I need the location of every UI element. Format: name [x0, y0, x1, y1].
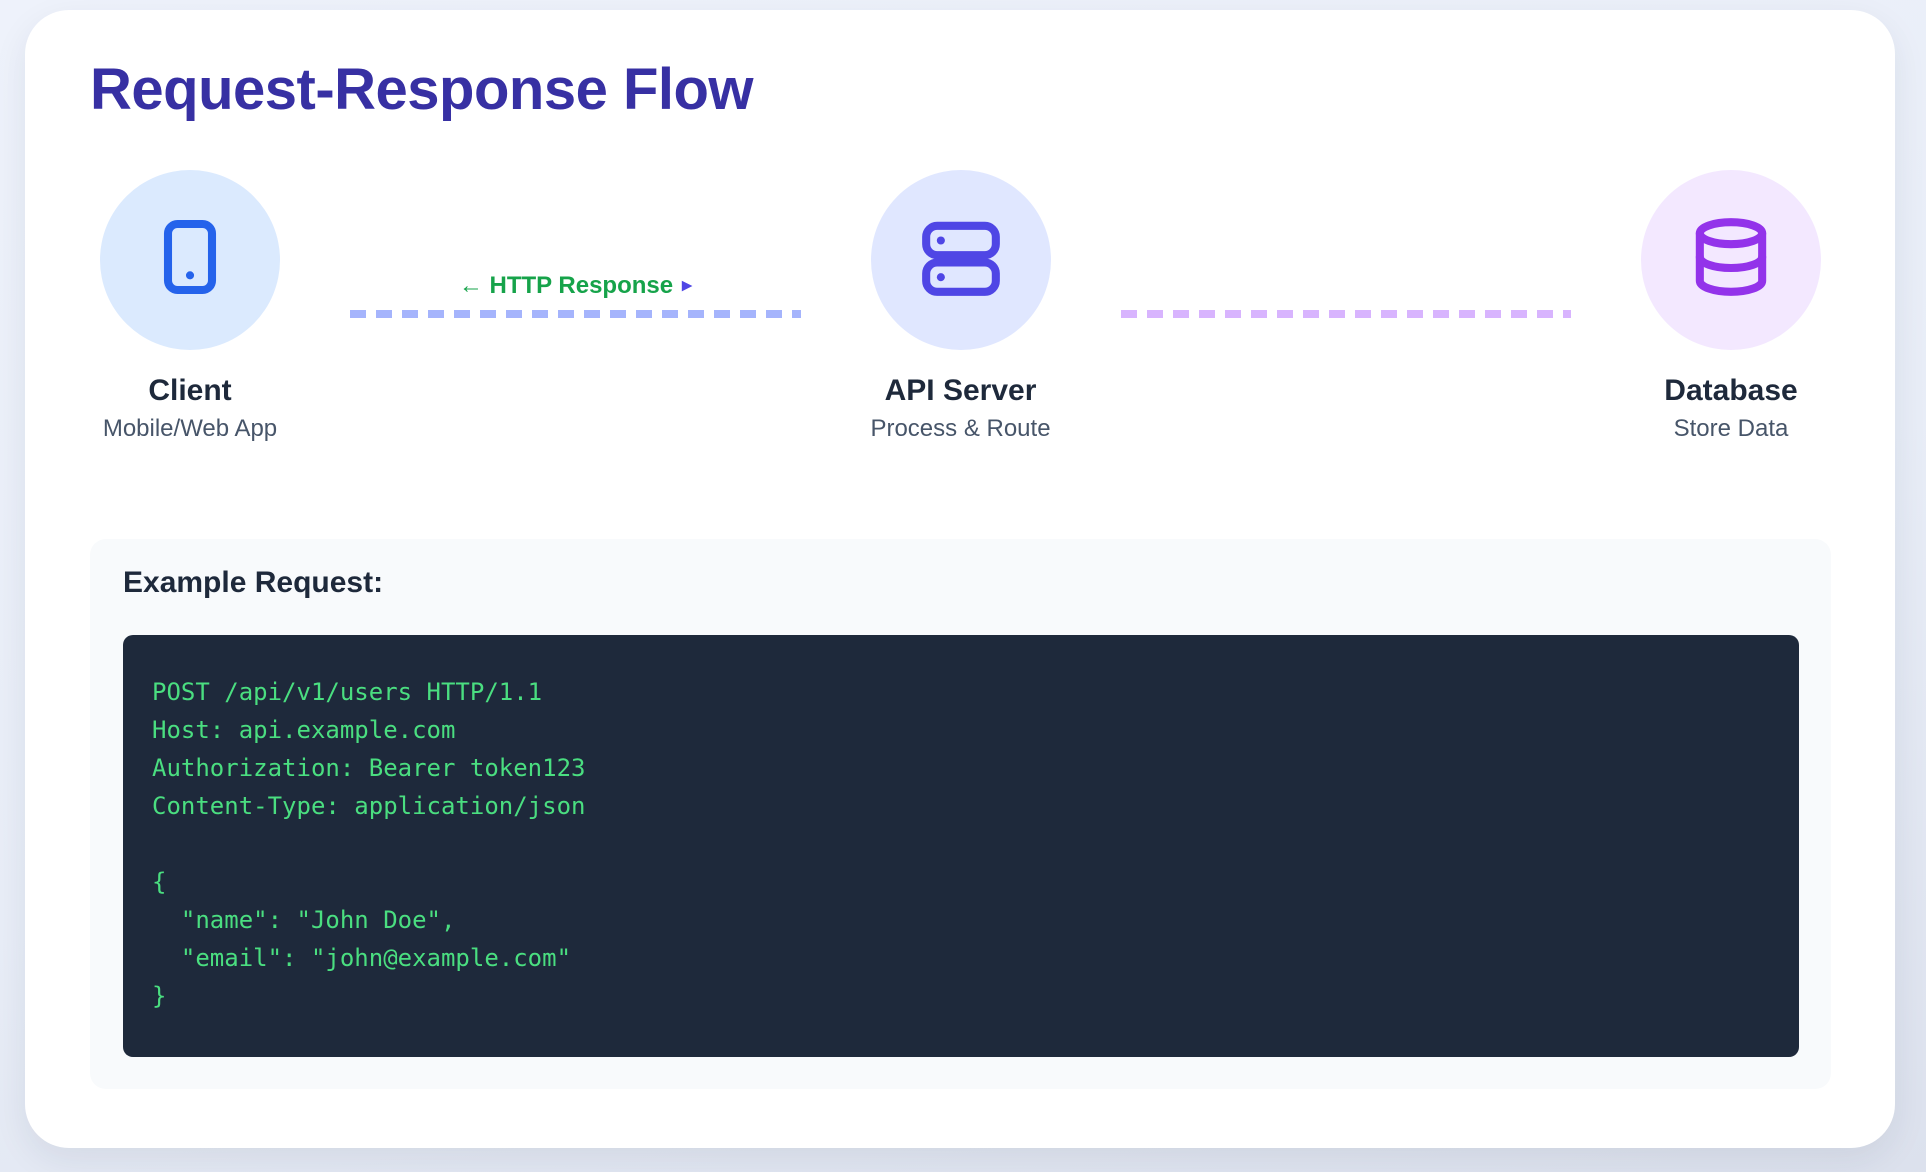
page-title: Request-Response Flow	[90, 57, 754, 122]
dashed-connector-line-response	[350, 309, 801, 318]
node-api-server-sublabel: Process & Route	[870, 415, 1051, 443]
flow-diagram: Client Mobile/Web App ← HTTP Response▸ A…	[90, 169, 1831, 445]
http-response-label: ← HTTP Response▸	[458, 271, 692, 299]
api-server-icon-circle	[870, 169, 1051, 350]
connector-client-api: ← HTTP Response▸	[290, 170, 861, 350]
node-api-server: API Server Process & Route	[861, 169, 1061, 445]
node-client-label: Client	[148, 373, 232, 407]
node-client-sublabel: Mobile/Web App	[102, 415, 278, 443]
node-database-label: Database	[1664, 373, 1798, 407]
database-icon	[1687, 213, 1775, 306]
example-request-heading: Example Request:	[123, 566, 384, 600]
connector-api-database	[1061, 170, 1632, 350]
node-database: Database Store Data	[1631, 169, 1831, 445]
http-request-code-block: POST /api/v1/users HTTP/1.1 Host: api.ex…	[123, 635, 1799, 1058]
node-database-sublabel: Store Data	[1673, 415, 1789, 443]
dashed-connector-line-db	[1120, 309, 1571, 318]
example-request-panel: Example Request: POST /api/v1/users HTTP…	[90, 539, 1831, 1090]
node-api-server-label: API Server	[884, 373, 1037, 407]
database-icon-circle	[1641, 169, 1821, 350]
client-icon-circle	[100, 169, 280, 350]
node-client: Client Mobile/Web App	[90, 169, 290, 445]
server-icon	[917, 213, 1005, 306]
smartphone-icon	[146, 213, 234, 306]
right-arrow-icon: ▸	[682, 274, 692, 296]
flow-card: Request-Response Flow Client Mobile/Web …	[25, 10, 1895, 1148]
